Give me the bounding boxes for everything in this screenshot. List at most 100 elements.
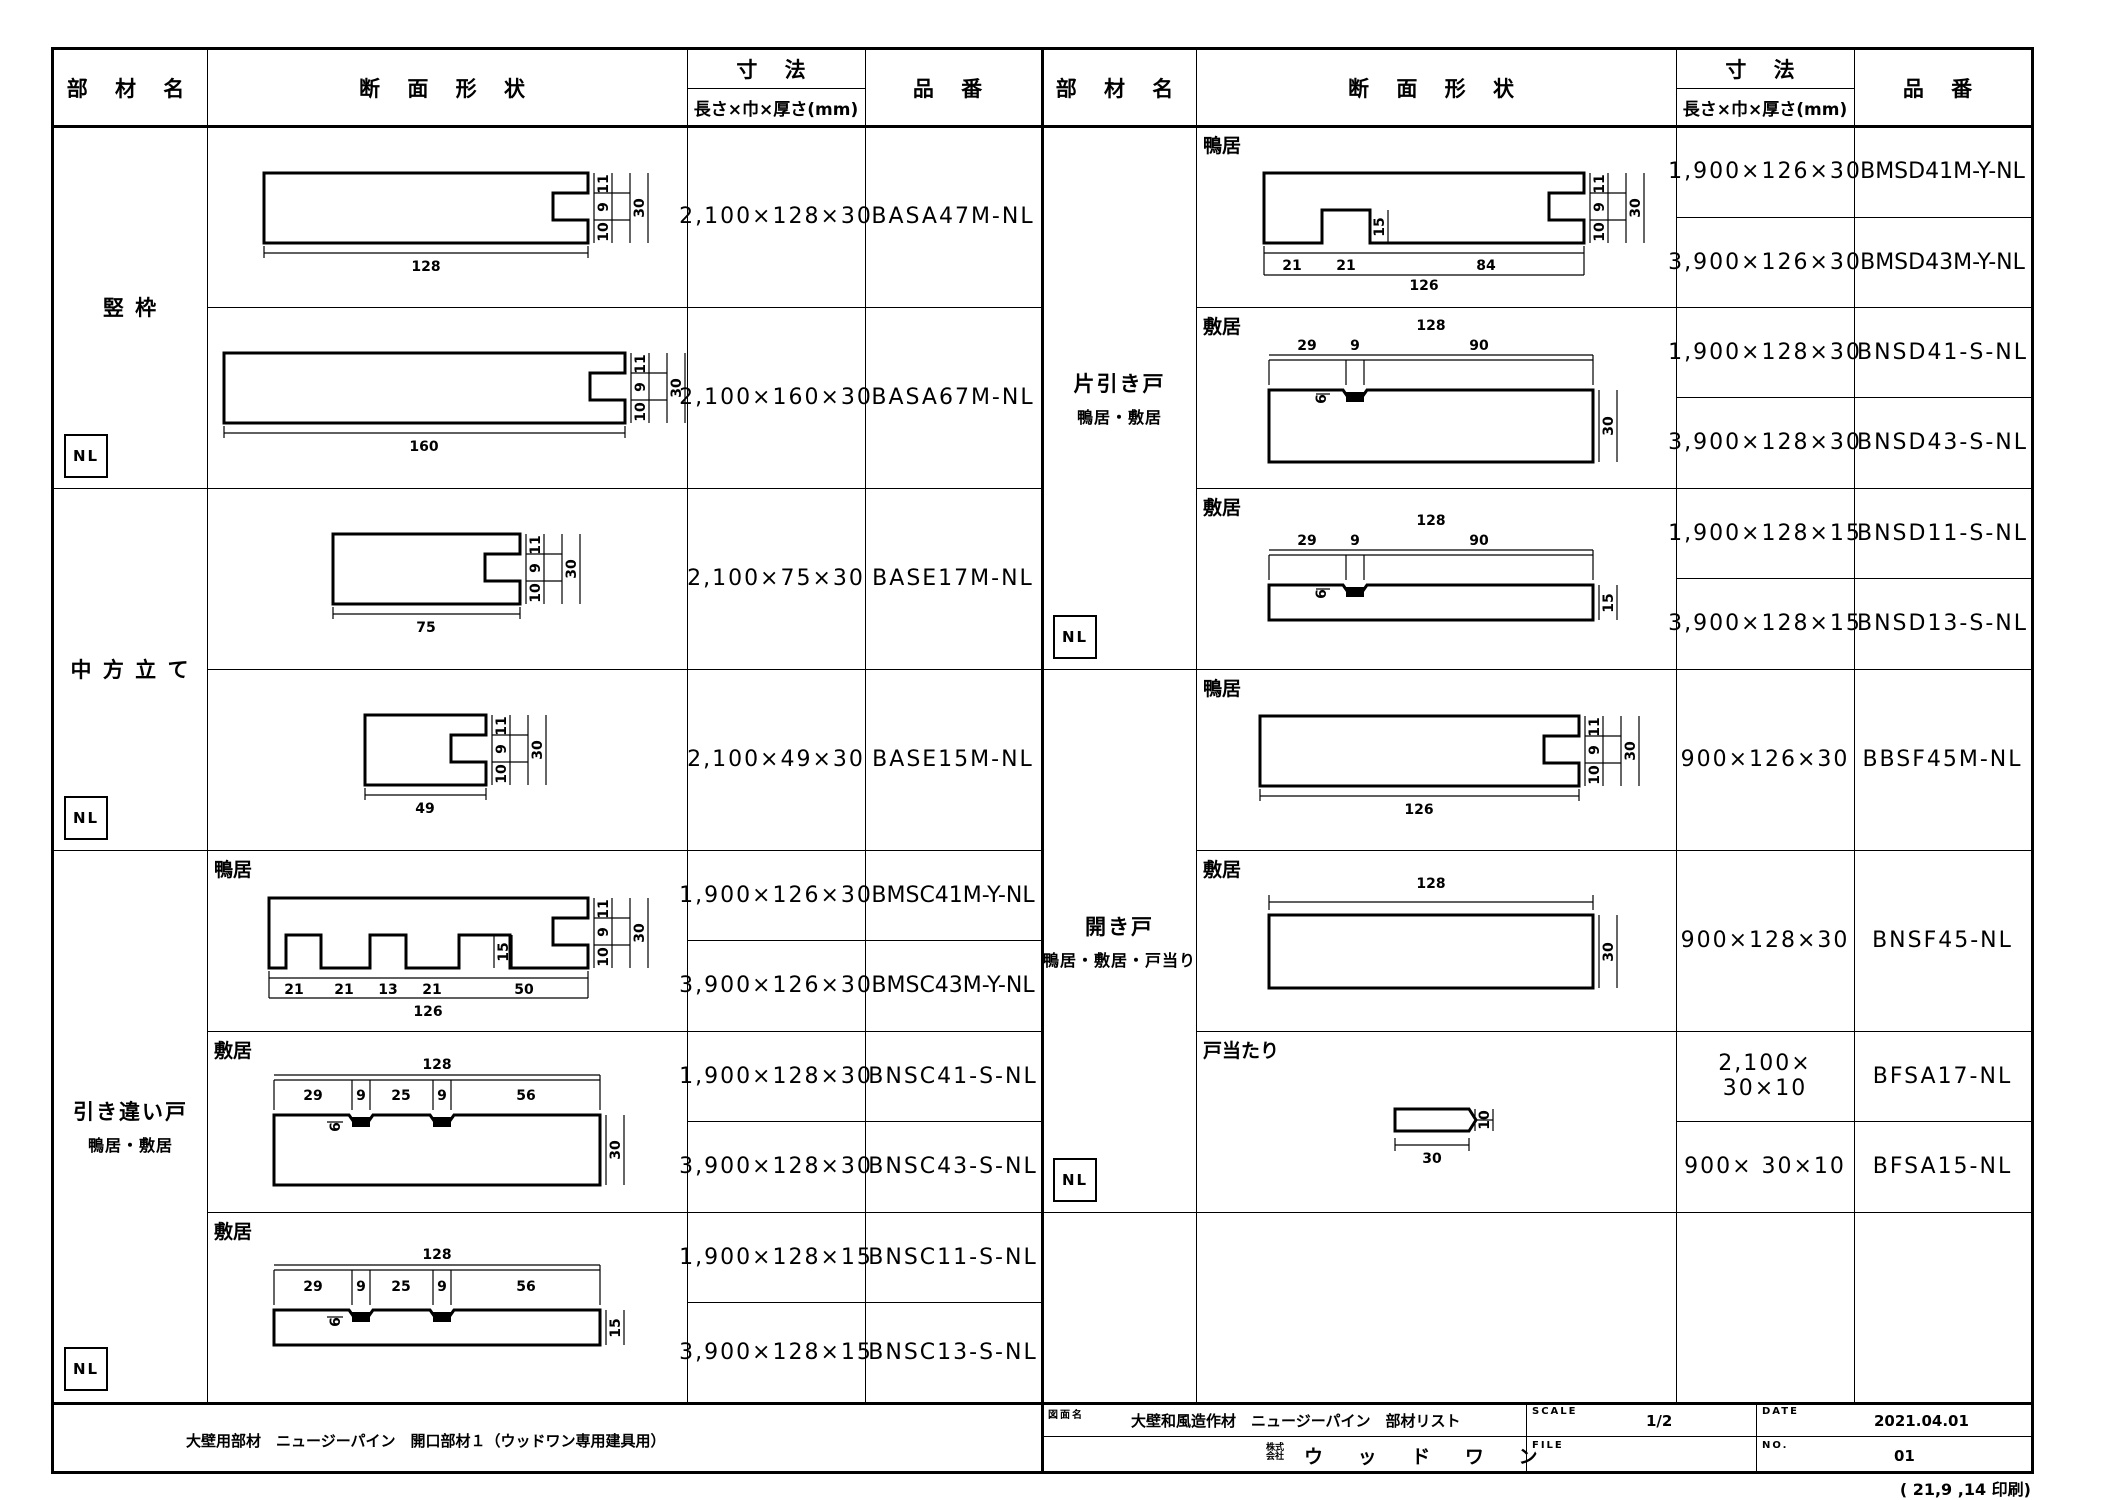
grid-v <box>1676 50 1677 1403</box>
section-bmsd <box>1262 171 1586 245</box>
dim-cell: 900× 30×10 <box>1684 1154 1846 1179</box>
dim-label: 49 <box>415 801 434 817</box>
dim-label: 21 <box>422 982 441 998</box>
dim-label: 15 <box>1372 217 1388 236</box>
dim-label: 128 <box>1416 318 1445 334</box>
no-label: NO. <box>1762 1440 1789 1451</box>
grid-h <box>207 307 1041 308</box>
dim-label: 30 <box>1601 942 1617 962</box>
grid-h <box>54 488 1041 489</box>
company-prefix: 株式会社 <box>1266 1443 1285 1462</box>
section-basa47 <box>262 171 590 245</box>
part-number: BMSD43M-Y-NL <box>1860 249 2025 275</box>
dim-label: 9 <box>633 382 649 392</box>
dim-cell: 3,900×128×15 <box>679 1339 873 1365</box>
dim-label: 9 <box>356 1088 366 1104</box>
dim-label: 10 <box>494 764 510 784</box>
dim-label: 128 <box>1416 513 1445 529</box>
dim-label: 9 <box>1587 745 1603 755</box>
dim-label: 9 <box>1592 202 1608 212</box>
dim-cell: 1,900×126×30 <box>1668 159 1862 184</box>
dim-label: 84 <box>1476 258 1496 274</box>
grid-v <box>687 50 688 1403</box>
dim-label: 10 <box>596 947 612 967</box>
dim-label: 13 <box>378 982 397 998</box>
parts-sheet: 部 材 名 断 面 形 状 寸 法 長さ×巾×厚さ(mm) 品 番 部 材 名 … <box>51 47 2034 1474</box>
part-number: BNSC43-S-NL <box>868 1154 1038 1179</box>
dim-label: 29 <box>303 1088 322 1104</box>
grid-h <box>1676 1121 2031 1122</box>
part-number: BMSC41M-Y-NL <box>871 882 1035 908</box>
header-section-right: 断 面 形 状 <box>1348 77 1524 101</box>
dim-label: 160 <box>409 439 438 455</box>
dim-label: 30 <box>1628 198 1644 218</box>
dim-label: 25 <box>391 1279 410 1295</box>
dim-cell: 2,100×75×30 <box>687 566 865 591</box>
sublabel-kamoi: 鴨居 <box>1203 678 1242 700</box>
header-dim-right: 寸 法 <box>1725 58 1805 82</box>
section-bbsf <box>1258 714 1581 788</box>
dim-cell: 2,100× 30×10 <box>1718 1051 1812 1101</box>
dim-cell: 1,900×128×30 <box>1668 339 1862 365</box>
grid-h <box>1043 669 2031 670</box>
left-title: 大壁用部材 ニュージーパイン 開口部材１（ウッドワン専用建具用） <box>186 1432 666 1450</box>
dim-label: 11 <box>596 174 612 193</box>
dim-label: 128 <box>422 1247 451 1263</box>
dim-label: 30 <box>1422 1151 1442 1167</box>
dim-label: 29 <box>303 1279 322 1295</box>
dim-label: 10 <box>633 402 649 422</box>
group-name: 片引き戸 <box>1073 371 1166 396</box>
header-part-left: 品 番 <box>912 77 993 101</box>
title-block-mid <box>1043 1436 2031 1437</box>
grid-v <box>1854 50 1855 1403</box>
dim-cell: 900×128×30 <box>1680 928 1850 953</box>
dim-label: 30 <box>669 378 685 398</box>
header-part-right: 品 番 <box>1902 77 1983 101</box>
center-rule <box>1041 50 1044 1403</box>
groove-mark <box>1346 392 1364 402</box>
sublabel-toatari: 戸当たり <box>1203 1040 1280 1062</box>
part-number: BNSD13-S-NL <box>1856 611 2028 636</box>
dim-label: 21 <box>1336 258 1355 274</box>
scale-label: SCALE <box>1532 1406 1578 1417</box>
dim-label: 11 <box>1587 717 1603 736</box>
dim-label: 126 <box>1409 278 1438 294</box>
dim-label: 29 <box>1297 533 1316 549</box>
drawing-name: 大壁和風造作材 ニュージーパイン 部材リスト <box>1131 1412 1461 1430</box>
nl-badge: NL <box>1053 615 1097 659</box>
grid-h <box>1676 217 2031 218</box>
group-hikichigai: 引き違い戸 鴨居・敷居 <box>54 850 207 1402</box>
group-name: 開き戸 <box>1085 914 1154 939</box>
part-number: BNSC13-S-NL <box>868 1339 1038 1365</box>
section-bnsd11 <box>1267 583 1595 622</box>
part-number: BMSD41M-Y-NL <box>1860 159 2025 184</box>
group-katabiki: 片引き戸 鴨居・敷居 <box>1043 126 1196 669</box>
section-basa67 <box>222 351 627 425</box>
grid-h <box>687 1302 1041 1303</box>
sublabel-kamoi: 鴨居 <box>214 859 253 881</box>
dim-cell: 1,900×128×30 <box>679 1063 873 1089</box>
dim-label: 30 <box>1601 416 1617 436</box>
dim-label: 30 <box>608 1140 624 1160</box>
grid-h <box>1676 578 2031 579</box>
group-tatewaku: 竪 枠 <box>54 126 207 488</box>
dim-label: 21 <box>334 982 353 998</box>
dim-label: 128 <box>411 259 440 275</box>
dim-label: 9 <box>1350 533 1360 549</box>
group-name: 引き違い戸 <box>73 1100 188 1124</box>
dim-label: 9 <box>356 1279 366 1295</box>
dim-label: 75 <box>416 620 435 636</box>
header-section-left: 断 面 形 状 <box>359 77 535 101</box>
dim-label: 6 <box>1314 589 1330 599</box>
dim-label: 128 <box>1416 876 1445 892</box>
nl-badge: NL <box>64 796 108 840</box>
grid-h <box>1043 1212 2031 1213</box>
title-block-v <box>1526 1402 1527 1471</box>
section-bnsd41 <box>1267 388 1595 464</box>
group-name: 竪 枠 <box>102 296 159 320</box>
dim-label: 90 <box>1469 338 1489 354</box>
sublabel-kamoi: 鴨居 <box>1203 135 1242 157</box>
section-base17 <box>331 532 522 606</box>
dim-label: 25 <box>391 1088 410 1104</box>
grid-v <box>1196 50 1197 1403</box>
